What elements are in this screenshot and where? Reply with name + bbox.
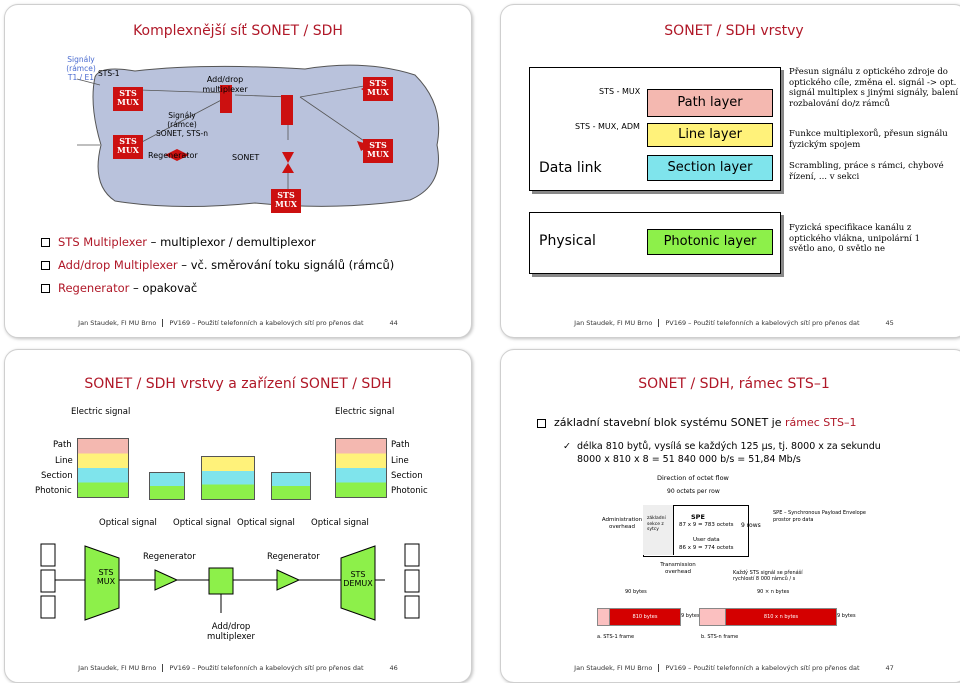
layer-path: Path — [53, 440, 72, 450]
layer-photonic-r: Photonic — [391, 486, 428, 496]
adm-stack — [201, 456, 255, 500]
sts-mux-3: STS MUX — [363, 77, 393, 101]
physical-label: Physical — [539, 233, 596, 249]
slide-title: SONET / SDH vrstvy — [664, 23, 804, 39]
electric-signal-left: Electric signal — [71, 407, 131, 417]
spe-octets: 87 x 9 = 783 octets — [679, 522, 734, 528]
sts1-caption: a. STS-1 frame — [597, 634, 635, 640]
demux-stack-right — [335, 438, 387, 498]
regen-stack-1 — [149, 472, 185, 500]
optical-signal-1: Optical signal — [99, 518, 157, 528]
user-data-label: User data — [693, 537, 720, 543]
sts-mux-1: STS MUX — [113, 87, 143, 111]
sts1-payload: 810 bytes — [609, 608, 681, 626]
line-desc: Funkce multiplexorů, přesun signálu fyzi… — [789, 129, 948, 150]
bitrate-text: 8000 x 810 x 8 = 51 840 000 b/s = 51,84 … — [577, 454, 801, 465]
data-link-label: Data link — [539, 160, 602, 176]
section-layer: Section layer — [647, 155, 773, 181]
physical-frame — [529, 212, 781, 274]
slide-47: SONET / SDH, rámec STS–1 základní staveb… — [500, 349, 960, 683]
optical-signal-2: Optical signal — [173, 518, 231, 528]
layer-section: Section — [41, 471, 73, 481]
slide-46: SONET / SDH vrstvy a zařízení SONET / SD… — [4, 349, 472, 683]
path-desc: Přesun signálu z optického zdroje do opt… — [789, 67, 959, 109]
user-octets: 86 x 9 = 774 octets — [679, 545, 734, 551]
bullet-regenerator: Regenerator – opakovač — [41, 281, 197, 295]
stsn-caption: b. STS-n frame — [701, 634, 739, 640]
regenerator-2-label: Regenerator — [267, 552, 320, 562]
per-row-label: 90 octets per row — [667, 488, 720, 495]
bullet-sts1: základní stavební blok systému SONET je … — [537, 416, 856, 429]
overhead-column — [643, 505, 674, 555]
sts-mux-2: STS MUX — [113, 135, 143, 159]
layer-line: Line — [55, 456, 73, 466]
slide-title: SONET / SDH, rámec STS–1 — [638, 376, 830, 392]
sts-mux-adm-label: STS - MUX, ADM — [575, 122, 640, 131]
b90n-label: 90 × n bytes — [757, 589, 790, 595]
bullet-adddrop: Add/drop Multiplexer – vč. směrování tok… — [41, 258, 394, 272]
signals-label: Signály (rámce) T1 / E1 — [66, 55, 96, 82]
check-icon: ✓ — [563, 441, 571, 452]
slide-title: SONET / SDH vrstvy a zařízení SONET / SD… — [84, 376, 392, 392]
photonic-desc: Fyzická specifikace kanálu z optického v… — [789, 223, 920, 254]
sts-demux-device: STS DEMUX — [343, 570, 373, 588]
section-desc: Scrambling, práce s rámci, chybové řízen… — [789, 161, 944, 182]
layer-photonic: Photonic — [35, 486, 72, 496]
sts-mux-label: STS - MUX — [599, 87, 641, 96]
transmission-overhead-label: Transmission overhead — [660, 562, 696, 575]
sts-mux-device: STS MUX — [96, 568, 116, 586]
stsn-oh — [699, 608, 727, 626]
device-chain-diagram — [40, 543, 420, 621]
frame-length-text: délka 810 bytů, vysílá se každých 125 μs… — [577, 441, 881, 452]
photonic-layer: Photonic layer — [647, 229, 773, 255]
base-section-label: základní sekce z sytcy — [647, 516, 666, 532]
adddrop-label: Add/drop multiplexer — [202, 75, 248, 94]
spe-label: SPE — [691, 513, 705, 521]
rows-label: 9 rows — [741, 522, 761, 529]
sts-note: Každý STS signál se přenáší rychlostí 8 … — [733, 570, 803, 582]
layer-line-r: Line — [391, 456, 409, 466]
sts1-label: STS-1 — [98, 69, 120, 78]
stsn-payload: 810 x n bytes — [725, 608, 837, 626]
optical-signal-3: Optical signal — [237, 518, 295, 528]
sonet-network-diagram — [76, 64, 440, 208]
regenerator-1-label: Regenerator — [143, 552, 196, 562]
admin-overhead-label: Administration overhead — [601, 517, 643, 530]
b9-label-2: 9 bytes — [837, 613, 856, 619]
slide-title: Komplexnější síť SONET / SDH — [133, 23, 343, 39]
sts-mux-4: STS MUX — [363, 139, 393, 163]
frames-label: Signály (rámce) SONET, STS-n — [156, 111, 208, 138]
upper-layer-frame — [529, 67, 781, 191]
sts-mux-5: STS MUX — [271, 189, 301, 213]
layer-path-r: Path — [391, 440, 410, 450]
regenerator-label: Regenerator — [148, 151, 198, 160]
b9-label: 9 bytes — [681, 613, 700, 619]
line-layer: Line layer — [647, 123, 773, 147]
mux-stack-left — [77, 438, 129, 498]
slide-45: SONET / SDH vrstvy Data link STS - MUX S… — [500, 4, 960, 338]
spe-note: SPE – Synchronous Payload Envelope prost… — [773, 510, 866, 523]
sonet-label: SONET — [232, 153, 260, 162]
optical-signal-4: Optical signal — [311, 518, 369, 528]
direction-label: Direction of octet flow — [657, 474, 729, 482]
slide-44: Komplexnější síť SONET / SDH Signály (rá… — [4, 4, 472, 338]
layer-section-r: Section — [391, 471, 423, 481]
bullet-sts-mux: STS Multiplexer – multiplexor / demultip… — [41, 235, 316, 249]
electric-signal-right: Electric signal — [335, 407, 395, 417]
adddrop-device: Add/drop multiplexer — [206, 622, 256, 642]
regen-stack-2 — [271, 472, 311, 500]
b90-label: 90 bytes — [625, 589, 647, 595]
path-layer: Path layer — [647, 89, 773, 117]
